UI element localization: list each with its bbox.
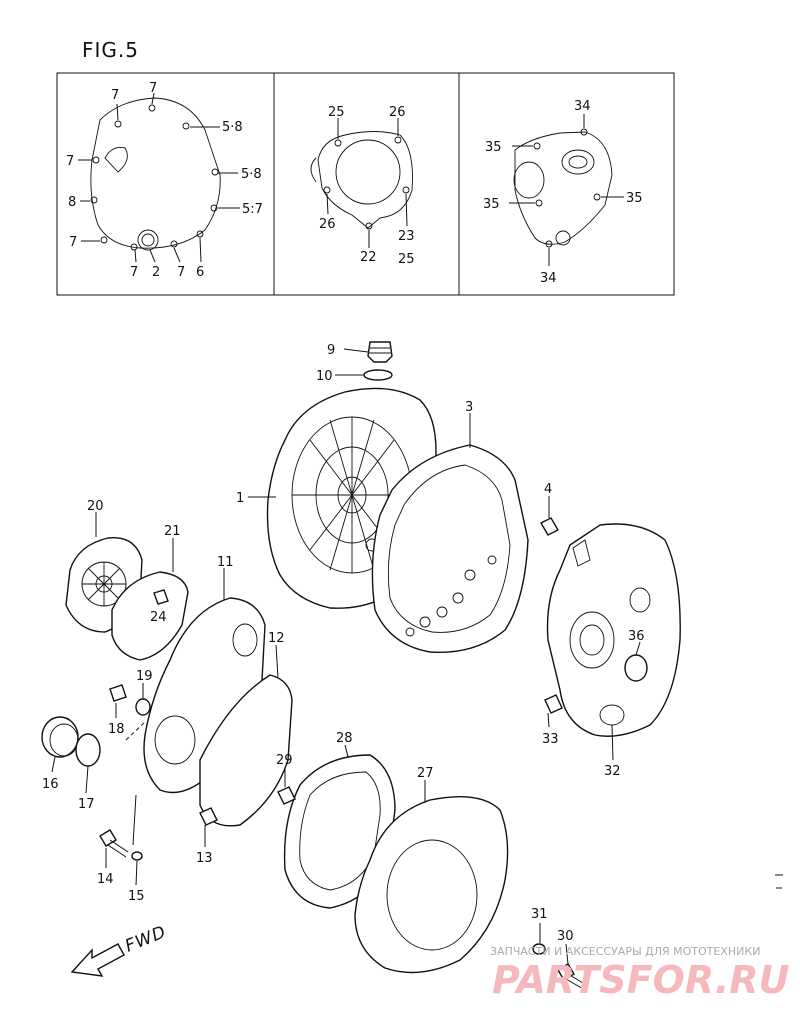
callout-28: 28: [336, 731, 353, 746]
bolt-30: [557, 963, 589, 991]
dowel-pin-4: [540, 517, 559, 536]
callout-32: 32: [604, 764, 621, 779]
callout-4: 4: [544, 482, 552, 497]
left-label-7: 5:7: [242, 202, 263, 217]
detail-panels-frame: [56, 72, 675, 296]
middle-label-3: 26: [319, 217, 336, 232]
o-ring: [363, 369, 393, 381]
callout-27: 27: [417, 766, 434, 781]
middle-label-5: 22: [360, 250, 377, 265]
callout-12: 12: [268, 631, 285, 646]
middle-label-6: 25: [398, 252, 415, 267]
water-pump-gasket: [111, 571, 189, 661]
callout-9: 9: [327, 343, 335, 358]
dowel-pin-24: [153, 589, 169, 605]
middle-label-2: 26: [389, 105, 406, 120]
left-label-3: 5·8: [222, 120, 243, 135]
left-label-2: 7: [111, 88, 119, 103]
seal-36: [624, 654, 648, 682]
callout-20: 20: [87, 499, 104, 514]
forward-label: FWD: [122, 922, 169, 957]
callout-31: 31: [531, 907, 548, 922]
o-ring-17: [75, 733, 101, 767]
right-label-1: 34: [574, 99, 591, 114]
left-label-4: 7: [66, 154, 74, 169]
oil-seal-16: [41, 716, 79, 758]
detail-panel-middle: 25 26 26 23 22 25: [310, 105, 415, 267]
right-label-4: 35: [483, 197, 500, 212]
watermark-tagline: ЗАПЧАСТИ И АКСЕССУАРЫ ДЛЯ МОТОТЕХНИКИ: [490, 945, 760, 958]
callout-21: 21: [164, 524, 181, 539]
callout-11: 11: [217, 555, 234, 570]
right-label-3: 35: [626, 191, 643, 206]
watermark-brand: PARTSFOR.RU: [492, 958, 790, 1002]
callout-1: 1: [236, 491, 244, 506]
figure-title: FIG.5: [82, 38, 139, 62]
callout-17: 17: [78, 797, 95, 812]
dowel-pin-18: [109, 684, 127, 702]
washer-15: [131, 851, 143, 861]
oil-filler-cap: [367, 341, 393, 363]
right-label-5: 34: [540, 271, 557, 286]
sprocket-cover: [546, 523, 681, 737]
left-label-1: 7: [149, 81, 157, 96]
detail-panel-right: 34 35 35 35 34: [483, 99, 643, 286]
callout-3: 3: [465, 400, 473, 415]
middle-label-1: 25: [328, 105, 345, 120]
callout-24: 24: [150, 610, 167, 625]
callout-16: 16: [42, 777, 59, 792]
leader-lines: [51, 348, 641, 965]
dowel-pin-29: [277, 786, 296, 805]
detail-panel-left: 7 7 5·8 7 5·8 8 5:7 7 7 2 7 6: [66, 81, 263, 280]
left-label-5: 5·8: [241, 167, 262, 182]
dowel-pin-33: [544, 694, 563, 714]
callout-33: 33: [542, 732, 559, 747]
dowel-pin-13: [199, 807, 218, 826]
callout-19: 19: [136, 669, 153, 684]
callout-14: 14: [97, 872, 114, 887]
callout-13: 13: [196, 851, 213, 866]
left-label-12: 6: [196, 265, 204, 280]
middle-label-4: 23: [398, 229, 415, 244]
callout-29: 29: [276, 753, 293, 768]
water-pump-body-gasket: [199, 674, 293, 827]
callout-10: 10: [316, 369, 333, 384]
callout-18: 18: [108, 722, 125, 737]
left-label-6: 8: [68, 195, 76, 210]
callout-36: 36: [628, 629, 645, 644]
left-label-10: 2: [152, 265, 160, 280]
washer-31: [532, 943, 546, 955]
bolt-14: [99, 829, 129, 858]
callout-15: 15: [128, 889, 145, 904]
seal-19: [135, 698, 151, 716]
forward-direction-arrow: FWD: [70, 922, 169, 977]
callout-30: 30: [557, 929, 574, 944]
left-label-8: 7: [69, 235, 77, 250]
right-label-2: 35: [485, 140, 502, 155]
left-label-9: 7: [130, 265, 138, 280]
left-label-11: 7: [177, 265, 185, 280]
generator-cover: [354, 795, 509, 974]
